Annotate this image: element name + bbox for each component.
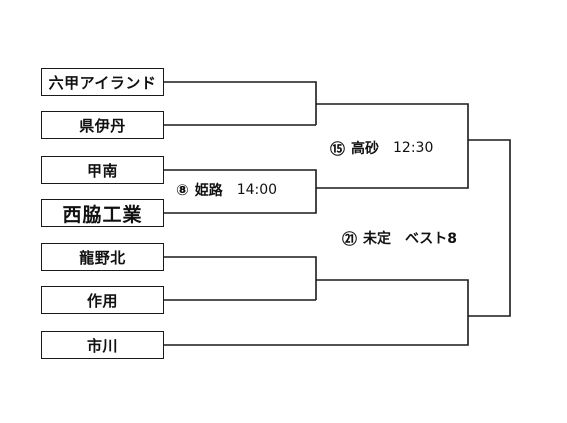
match-number: ⑧ xyxy=(176,181,189,199)
team-rokko-island: 六甲アイランド xyxy=(41,68,164,96)
match-venue: 未定 xyxy=(363,231,392,247)
match-round: ベスト8 xyxy=(405,231,458,247)
team-name: 県伊丹 xyxy=(79,116,126,135)
match-number: ㉑ xyxy=(342,229,358,248)
team-ichikawa: 市川 xyxy=(41,331,164,359)
match-number: ⑮ xyxy=(330,139,346,158)
match-8-label: ⑧ 姫路 14:00 xyxy=(176,180,278,200)
bracket-line-team1 xyxy=(164,81,317,125)
team-name: 西脇工業 xyxy=(62,203,143,226)
team-name: 作用 xyxy=(86,291,118,310)
bracket-line-lower xyxy=(164,279,469,346)
team-name: 龍野北 xyxy=(79,248,126,267)
match-venue: 高砂 xyxy=(351,141,380,157)
match-21-label: ㉑ 未定 ベスト8 xyxy=(342,228,457,248)
bracket-line-team5 xyxy=(164,256,317,300)
match-time: 12:30 xyxy=(393,140,434,156)
team-tatsuno-kita: 龍野北 xyxy=(41,243,164,271)
team-ken-itami: 県伊丹 xyxy=(41,111,164,139)
bracket-line-team3 xyxy=(164,169,317,214)
team-konan: 甲南 xyxy=(41,156,164,184)
match-time: 14:00 xyxy=(236,182,278,198)
team-name: 六甲アイランド xyxy=(48,73,157,92)
match-venue: 姫路 xyxy=(194,183,223,199)
team-sayo: 作用 xyxy=(41,286,164,314)
team-nishiwaki-kogyo: 西脇工業 xyxy=(41,199,164,227)
team-name: 市川 xyxy=(86,336,118,355)
bracket-line-m15 xyxy=(316,103,469,189)
match-15-label: ⑮ 高砂 12:30 xyxy=(330,138,434,158)
team-name: 甲南 xyxy=(86,161,118,180)
bracket-line-m21 xyxy=(468,139,511,317)
